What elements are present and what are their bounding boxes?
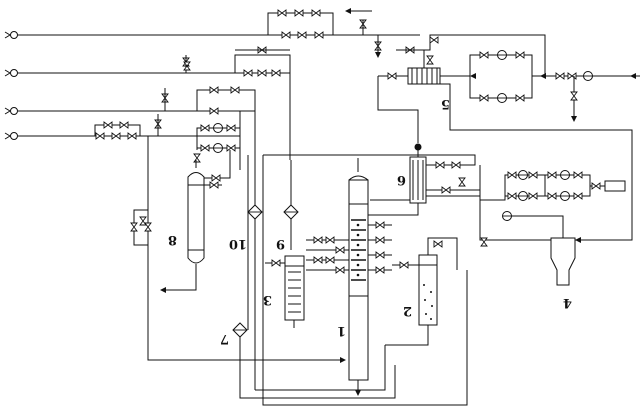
label-1: 1 xyxy=(337,323,346,338)
label-9: 9 xyxy=(276,236,285,251)
label-7: 7 xyxy=(220,331,229,346)
label-3: 3 xyxy=(263,292,272,307)
vessel-8: 8 xyxy=(160,150,230,293)
label-6: 6 xyxy=(397,172,406,187)
unit-2: 2 xyxy=(392,238,457,325)
label-10: 10 xyxy=(229,236,247,251)
unit-6: 6 xyxy=(263,140,480,215)
label-2: 2 xyxy=(403,303,412,318)
label-8: 8 xyxy=(168,232,177,247)
label-5: 5 xyxy=(441,96,450,111)
unit-4: 4 xyxy=(480,165,625,310)
pump-group-8 xyxy=(194,111,240,170)
unit-3: 3 xyxy=(263,256,304,328)
label-4: 4 xyxy=(563,295,572,310)
